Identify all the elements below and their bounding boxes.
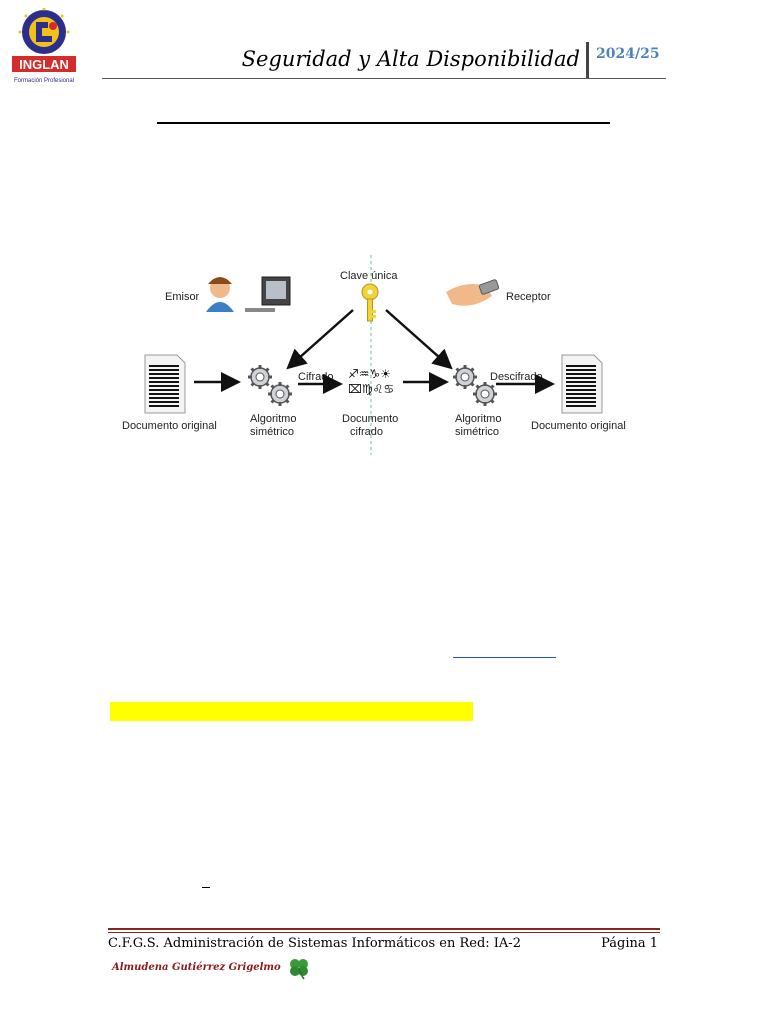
sender-icon [206,276,291,312]
key-icon [361,283,379,322]
left-doc-label: Documento original [122,420,217,432]
dash-mark [202,887,210,888]
cipher-doc-label-1: Documento [342,413,398,425]
receiver-label: Receptor [506,291,551,303]
clover-icon [290,959,308,980]
document-title: Seguridad y Alta Disponibilidad [241,47,580,71]
link-underline[interactable] [453,657,556,658]
encrypt-label: Cifrado [298,371,333,383]
key-label: Clave única [340,270,398,282]
year-separator [586,42,589,78]
symmetric-encryption-diagram: Emisor Clave única Receptor Documento or… [122,255,626,455]
header-rule [102,78,666,79]
author-signature: Almudena Gutiérrez Grigelmo [112,962,281,973]
cipher-glyphs-1: ♐♒♑☀ [348,367,391,381]
left-algo-label-2: simétrico [250,426,294,438]
page-number: Página 1 [601,936,658,951]
highlighted-line [110,702,473,721]
footer-course: C.F.G.S. Administración de Sistemas Info… [108,936,521,951]
key-to-encrypt-arrow [286,309,354,370]
right-doc-label: Documento original [531,420,626,432]
cipher-glyphs-2: ⌧♍♌♋ [348,382,394,396]
right-algo-label-1: Algoritmo [455,413,501,425]
decrypt-label: Descifrado [490,371,543,383]
logo-subtext: Formación Profesional [14,78,74,84]
receiver-icon [446,279,500,306]
footer-rule-thin [108,932,660,933]
left-gear-icon [246,363,294,408]
cipher-doc-label-2: cifrado [350,426,383,438]
academic-year: 2024/25 [596,46,660,62]
sender-label: Emisor [165,291,200,303]
footer-rule-thick [108,928,660,930]
logo-text: INGLAN [19,57,69,72]
left-algo-label-1: Algoritmo [250,413,296,425]
key-to-decrypt-arrow [385,309,453,370]
original-document-left [144,354,186,414]
right-algo-label-2: simétrico [455,426,499,438]
original-document-right [561,354,603,414]
section-title-underline [157,122,610,124]
inglan-logo: INGLAN Formación Profesional [12,8,76,84]
